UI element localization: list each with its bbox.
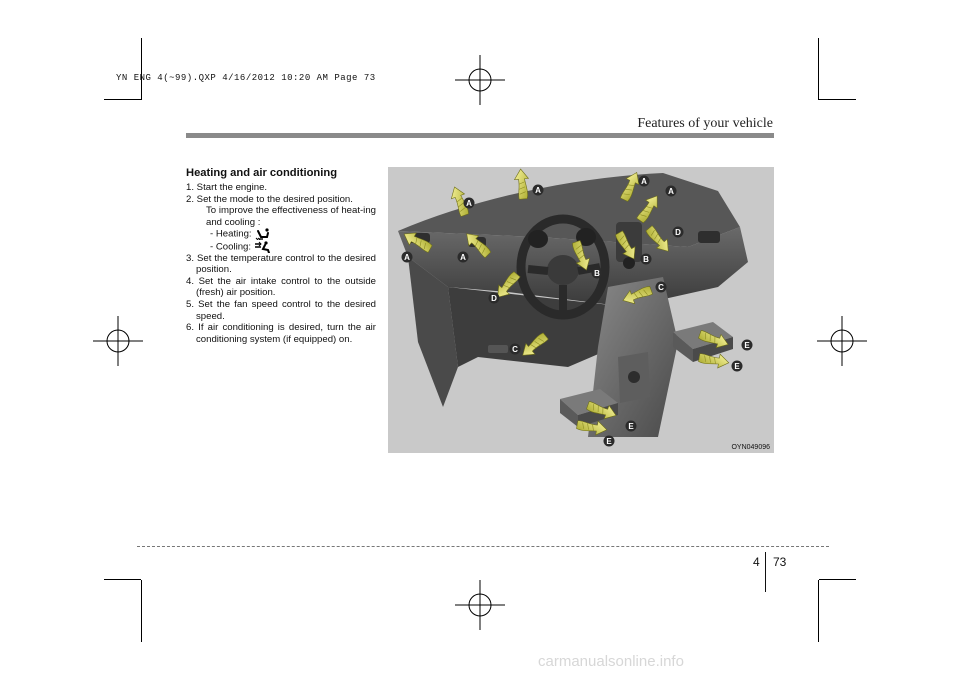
step-note: To improve the effectiveness of heat-ing… bbox=[206, 205, 376, 228]
vent-label-a: A bbox=[401, 251, 413, 263]
heating-label: - Heating: bbox=[210, 228, 252, 240]
step-item: 4. Set the air intake control to the out… bbox=[186, 275, 376, 299]
vent-label-e: E bbox=[625, 420, 637, 432]
vent-label-a-text: A bbox=[641, 177, 647, 186]
step-item: 6. If air conditioning is desired, turn … bbox=[186, 322, 376, 345]
vent-label-b: B bbox=[591, 267, 603, 279]
footer-rule bbox=[137, 546, 829, 547]
crop-mark bbox=[104, 579, 141, 580]
print-slug-line: YN ENG 4(~99).QXP 4/16/2012 10:20 AM Pag… bbox=[116, 73, 376, 83]
registration-mark-bottom bbox=[455, 580, 505, 630]
vent-label-e: E bbox=[741, 339, 753, 351]
heating-mode: - Heating: bbox=[196, 228, 376, 241]
crop-mark bbox=[818, 580, 819, 642]
step-item: 5. Set the fan speed control to the desi… bbox=[186, 299, 376, 322]
vent-label-e-text: E bbox=[734, 362, 740, 371]
crop-mark bbox=[819, 99, 856, 100]
vent-label-a-text: A bbox=[460, 253, 466, 262]
chapter-number: 4 bbox=[753, 555, 760, 569]
cooling-label: - Cooling: bbox=[210, 241, 252, 253]
vent-label-a: A bbox=[457, 251, 469, 263]
vent-label-c: C bbox=[509, 343, 521, 355]
floor-vent-mode-icon bbox=[255, 228, 270, 241]
vent-label-a-text: A bbox=[668, 187, 674, 196]
vent-label-e-text: E bbox=[744, 341, 750, 350]
header-rule bbox=[186, 133, 774, 138]
vent-label-b: B bbox=[640, 253, 652, 265]
vent-label-a: A bbox=[665, 185, 677, 197]
figure-code: OYN049096 bbox=[731, 444, 770, 451]
vent-label-c-text: C bbox=[512, 345, 518, 354]
step-text: 2. Set the mode to the desired position. bbox=[186, 193, 353, 205]
step-item: 3. Set the temperature control to the de… bbox=[186, 252, 376, 276]
page-number-separator bbox=[765, 552, 766, 592]
cooling-mode: - Cooling: bbox=[196, 240, 376, 254]
crop-mark bbox=[818, 38, 819, 100]
dashboard-airflow-illustration: A A A A A A B B C C D D E E E E OYN04909… bbox=[388, 167, 774, 453]
vent-label-e: E bbox=[603, 435, 615, 447]
crop-mark bbox=[141, 580, 142, 642]
crop-mark bbox=[819, 579, 856, 580]
instructions-column: Heating and air conditioning 1. Start th… bbox=[186, 167, 376, 345]
vent-label-d: D bbox=[488, 292, 500, 304]
section-title: Features of your vehicle bbox=[637, 116, 773, 131]
step-item: 1. Start the engine. bbox=[186, 182, 268, 193]
vent-label-a-text: A bbox=[535, 186, 541, 195]
vent-label-b-text: B bbox=[643, 255, 649, 264]
vent-label-a: A bbox=[463, 197, 475, 209]
page-number: 73 bbox=[773, 555, 787, 569]
registration-mark-left bbox=[93, 316, 143, 366]
crop-mark bbox=[104, 99, 141, 100]
vent-label-b-text: B bbox=[594, 269, 600, 278]
vent-label-a-text: A bbox=[404, 253, 410, 262]
step-item: 2. Set the mode to the desired position.… bbox=[186, 193, 376, 254]
registration-mark-top bbox=[455, 55, 505, 105]
vent-label-a: A bbox=[638, 175, 650, 187]
vent-label-e: E bbox=[731, 360, 743, 372]
vent-label-a-text: A bbox=[466, 199, 472, 208]
vent-label-e-text: E bbox=[606, 437, 612, 446]
vent-label-e-text: E bbox=[628, 422, 634, 431]
dashboard-illustration: A A A A A A B B C C D D E E E E bbox=[398, 168, 753, 447]
vent-label-d-text: D bbox=[491, 294, 497, 303]
watermark: carmanualsonline.info bbox=[538, 653, 684, 670]
vent-label-d-text: D bbox=[675, 228, 681, 237]
section-heading: Heating and air conditioning bbox=[186, 167, 338, 179]
face-vent-mode-icon bbox=[254, 240, 270, 254]
vent-label-a: A bbox=[532, 184, 544, 196]
steps-list: 1. Start the engine. 2. Set the mode to … bbox=[186, 182, 376, 345]
vent-label-d: D bbox=[672, 226, 684, 238]
vent-label-c: C bbox=[655, 281, 667, 293]
vent-label-c-text: C bbox=[658, 283, 664, 292]
registration-mark-right bbox=[817, 316, 867, 366]
crop-mark bbox=[141, 38, 142, 100]
